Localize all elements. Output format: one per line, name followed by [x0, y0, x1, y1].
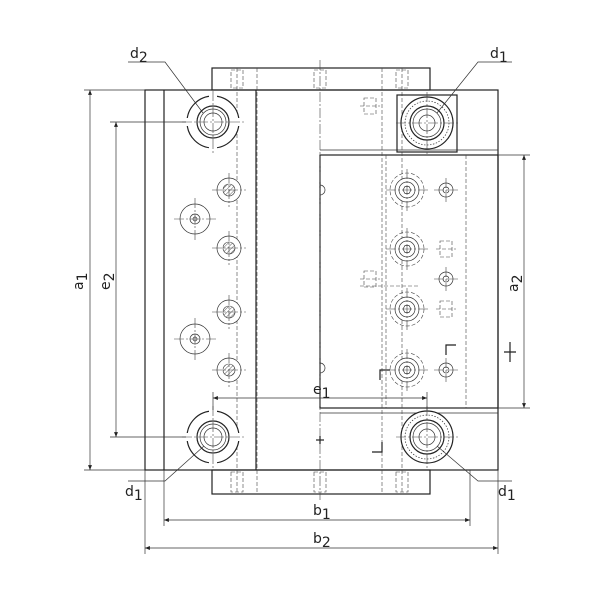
pin-hole-2 — [174, 318, 216, 360]
small-hole-right-1 — [434, 178, 458, 202]
small-hole-right-3 — [434, 358, 458, 382]
socket-screw-1 — [386, 169, 428, 211]
socket-screw-4 — [386, 349, 428, 391]
rail-screw-hidden-bottom — [230, 471, 409, 493]
label-b2: b2 — [313, 531, 331, 551]
small-hole-right-2 — [434, 267, 458, 291]
hatched-hole-1 — [212, 173, 246, 207]
ball-bushing-top-right — [396, 92, 458, 154]
label-d2-top: d2 — [130, 46, 148, 66]
label-e1: e1 — [313, 382, 331, 402]
label-a1: a1 — [71, 272, 91, 290]
label-a2: a2 — [506, 274, 526, 292]
bottom-rail — [211, 469, 431, 495]
label-d1-bottom-right: d1 — [498, 484, 516, 504]
label-e2: e2 — [98, 272, 118, 290]
hatched-hole-3 — [212, 295, 246, 329]
leader-d1-bottom-left — [128, 445, 205, 482]
leader-d2 — [128, 61, 204, 114]
top-rail — [211, 67, 431, 91]
dimension-a1 — [84, 89, 145, 471]
flange-bushing-bottom-left — [182, 406, 244, 468]
leader-d1-top — [436, 61, 512, 114]
label-b1: b1 — [313, 503, 331, 523]
hatched-hole-4 — [212, 353, 246, 387]
ball-bushing-bottom-right — [396, 406, 458, 468]
dimension-e1 — [212, 392, 428, 410]
socket-screw-3 — [386, 288, 428, 330]
hatched-hole-2 — [212, 231, 246, 265]
socket-screw-2 — [386, 228, 428, 270]
dimension-b1 — [163, 470, 471, 526]
dimension-b2 — [144, 470, 499, 554]
dimension-e2 — [110, 121, 186, 438]
leader-d1-bottom-right — [436, 445, 512, 482]
section-mark — [504, 342, 516, 362]
label-d1-bottom-left: d1 — [125, 484, 143, 504]
pin-hole-1 — [174, 198, 216, 240]
flange-bushing-top-left — [182, 91, 244, 153]
hidden-bolt-symbols — [360, 97, 456, 318]
label-d1-top: d1 — [490, 46, 508, 66]
dimension-a2 — [498, 154, 530, 409]
rail-screw-hidden-top — [230, 69, 409, 89]
